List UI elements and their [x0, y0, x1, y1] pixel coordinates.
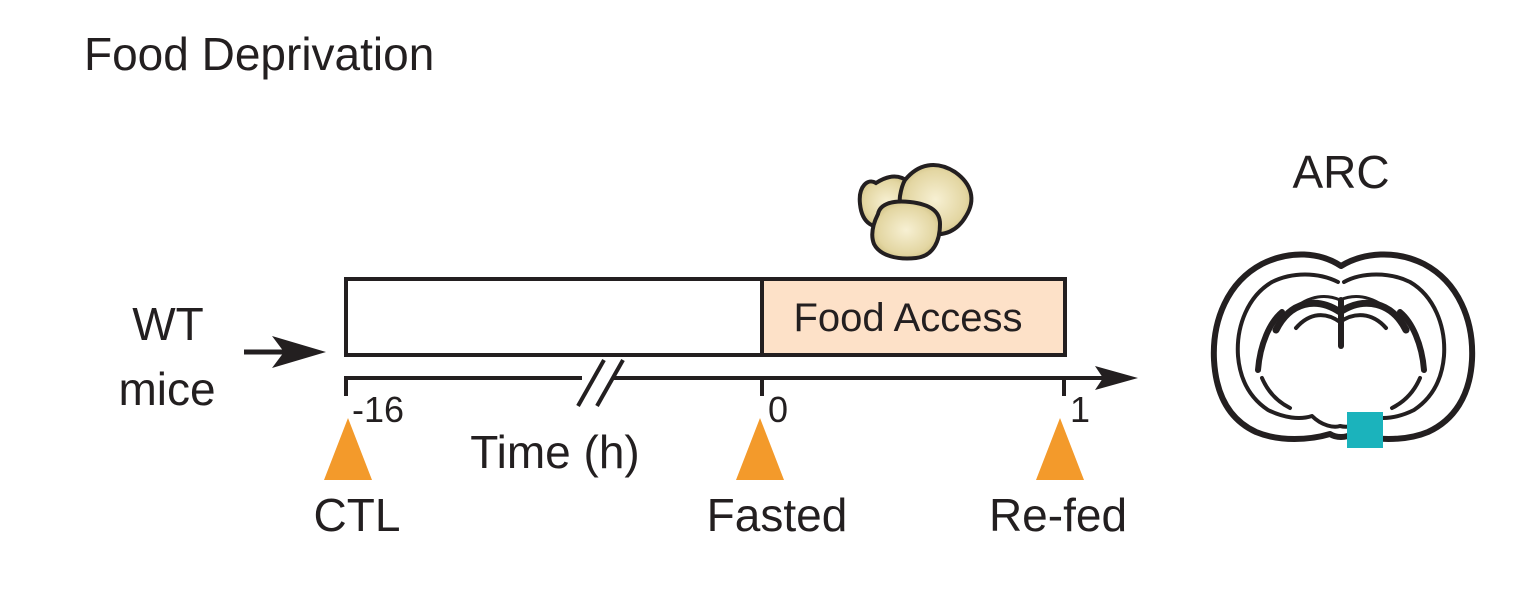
food-access-label: Food Access [793, 296, 1022, 340]
entry-arrow [244, 336, 326, 368]
marker-label: Re-fed [989, 489, 1127, 541]
food-access-box [760, 277, 1067, 357]
figure-title: Food Deprivation [84, 28, 434, 80]
tick-label: 0 [768, 389, 788, 430]
brain-region-label: ARC [1292, 146, 1389, 198]
marker-refed: Re-fed [989, 418, 1127, 541]
subject-label: WT mice [118, 298, 215, 415]
subject-line2: mice [118, 363, 215, 415]
marker-triangle [1036, 418, 1084, 480]
axis-break-mark [576, 359, 606, 407]
tick-label: -16 [352, 389, 404, 430]
marker-label: Fasted [707, 489, 848, 541]
food-pellet-icon [857, 163, 974, 261]
fasting-period-box [344, 277, 764, 357]
marker-triangle [736, 418, 784, 480]
marker-ctl: CTL [314, 418, 401, 541]
time-axis: -16 0 1 Time (h) [344, 359, 1138, 478]
marker-fasted: Fasted [707, 418, 848, 541]
tick-label: 1 [1070, 389, 1090, 430]
axis-label: Time (h) [470, 426, 640, 478]
marker-triangle [324, 418, 372, 480]
arc-region-marker [1347, 412, 1383, 448]
subject-line1: WT [132, 298, 204, 350]
marker-label: CTL [314, 489, 401, 541]
brain-section-icon [1210, 251, 1476, 442]
